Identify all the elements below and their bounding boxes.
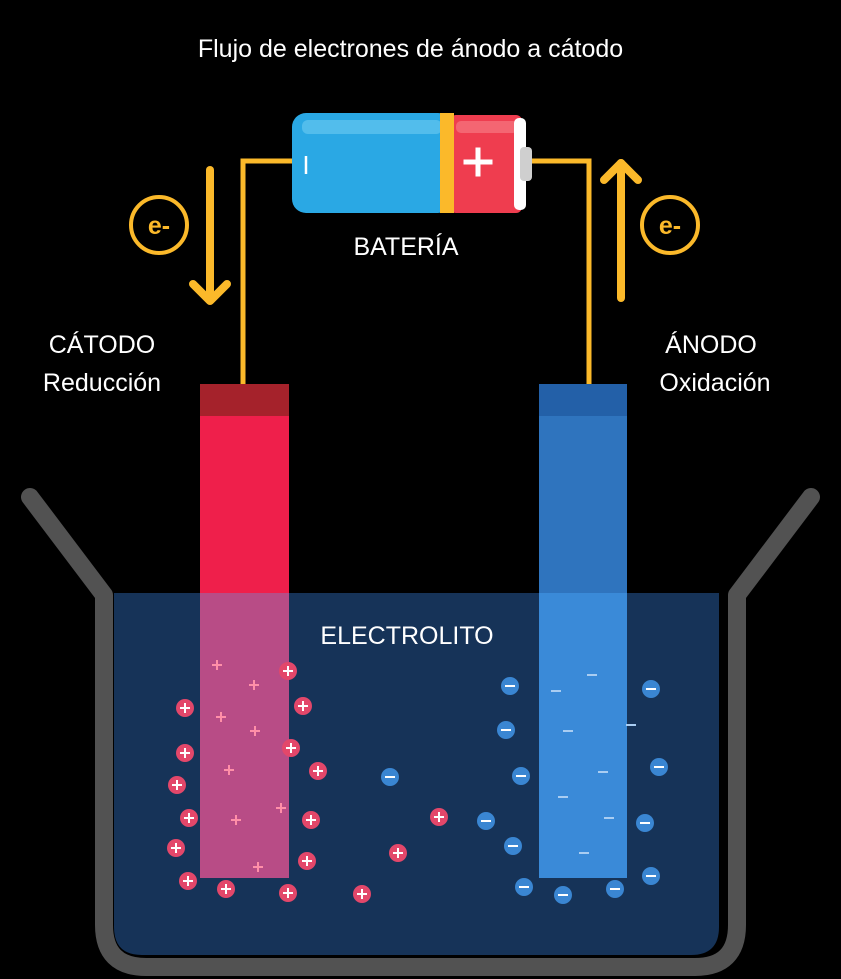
positive-ion xyxy=(216,712,226,722)
negative-ion xyxy=(636,814,654,832)
arrow-down-icon xyxy=(189,166,231,305)
cathode-cap xyxy=(200,384,289,416)
electron-flow-left: e- xyxy=(129,166,231,305)
positive-ion xyxy=(224,765,234,775)
positive-ion xyxy=(231,815,241,825)
ions xyxy=(167,660,668,904)
negative-ion xyxy=(512,767,530,785)
container-wall xyxy=(21,488,820,976)
negative-ion xyxy=(477,812,495,830)
negative-ion xyxy=(504,837,522,855)
negative-ion xyxy=(606,880,624,898)
positive-ion xyxy=(302,811,320,829)
positive-ion xyxy=(282,739,300,757)
positive-ion xyxy=(167,839,185,857)
anode-submerged xyxy=(539,593,627,878)
negative-ion xyxy=(381,768,399,786)
electron-symbol-right: e- xyxy=(659,212,681,240)
positive-ion xyxy=(168,776,186,794)
electron-symbol-right-badge xyxy=(640,195,700,255)
battery-negative-symbol: I xyxy=(302,150,309,180)
positive-ion xyxy=(276,803,286,813)
battery-label: BATERÍA xyxy=(353,233,459,261)
positive-ion xyxy=(279,884,297,902)
negative-ion xyxy=(554,886,572,904)
positive-ion xyxy=(253,862,263,872)
electron-symbol-left: e- xyxy=(148,212,170,240)
positive-ion xyxy=(249,680,259,690)
electrolysis-container xyxy=(21,488,820,976)
electrolyte-label: ELECTROLITO xyxy=(320,622,494,650)
positive-ion xyxy=(176,744,194,762)
cathode-body xyxy=(200,416,289,593)
positive-ion xyxy=(217,880,235,898)
cathode-process-label: Reducción xyxy=(42,369,162,397)
battery: I xyxy=(292,113,532,213)
positive-ion xyxy=(250,726,260,736)
anode-body xyxy=(539,416,627,593)
negative-ion xyxy=(497,721,515,739)
arrow-up-icon xyxy=(600,159,642,302)
cathode-submerged xyxy=(200,593,289,878)
cathode-label: CÁTODO xyxy=(48,331,156,359)
cathode-electrode xyxy=(200,384,289,878)
positive-ion xyxy=(279,662,297,680)
electron-flow-right: e- xyxy=(600,159,700,302)
battery-positive-highlight xyxy=(456,121,518,133)
battery-terminal-icon xyxy=(520,147,532,181)
cathode-wire xyxy=(240,158,294,384)
positive-ion xyxy=(389,844,407,862)
positive-ion xyxy=(430,808,448,826)
electron-symbol-left-badge xyxy=(129,195,189,255)
positive-ion xyxy=(309,762,327,780)
diagram-title: Flujo de electrones de ánodo a cátodo xyxy=(197,35,624,63)
negative-ion xyxy=(650,758,668,776)
negative-ion xyxy=(501,677,519,695)
anode-wire xyxy=(523,158,592,384)
anode-label: ÁNODO xyxy=(665,331,757,359)
battery-highlight xyxy=(302,120,442,134)
positive-ion xyxy=(298,852,316,870)
negative-ion xyxy=(642,680,660,698)
wires xyxy=(240,158,592,384)
positive-ion xyxy=(353,885,371,903)
anode-electrode xyxy=(539,384,627,878)
positive-ion xyxy=(176,699,194,717)
battery-plus-icon xyxy=(463,147,493,177)
battery-negative-body xyxy=(292,113,452,213)
positive-ion xyxy=(180,809,198,827)
positive-ion xyxy=(179,872,197,890)
negative-ion xyxy=(642,867,660,885)
anode-process-label: Oxidación xyxy=(659,369,771,397)
negative-ion xyxy=(515,878,533,896)
anode-cap xyxy=(539,384,627,416)
positive-ion xyxy=(294,697,312,715)
battery-band xyxy=(440,113,454,213)
positive-ion xyxy=(212,660,222,670)
